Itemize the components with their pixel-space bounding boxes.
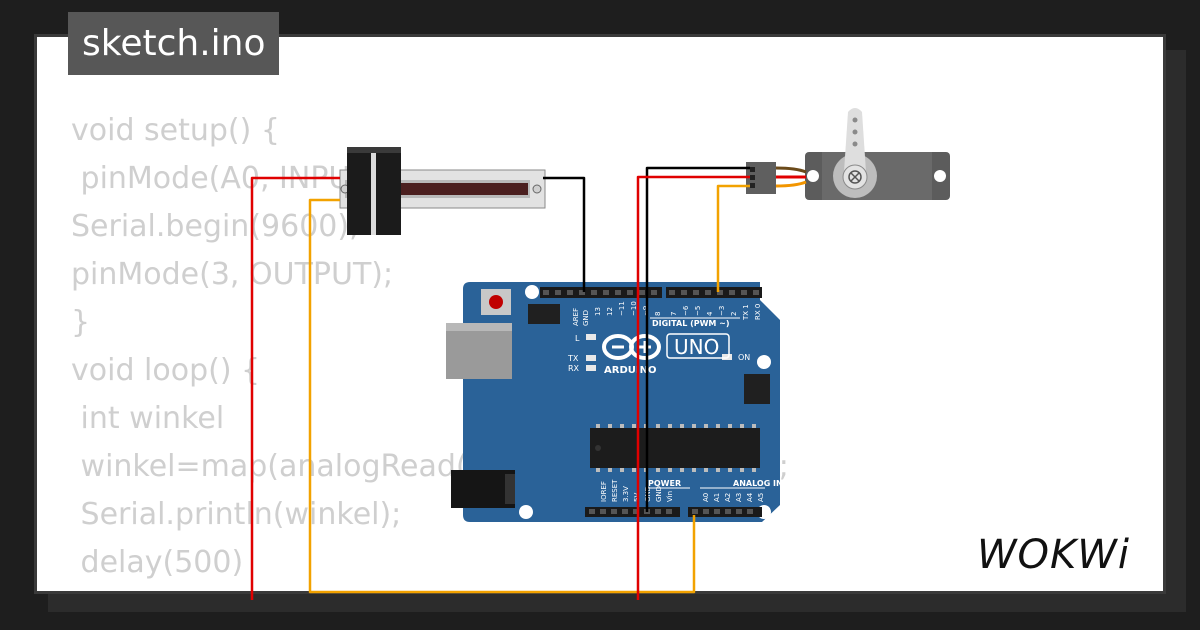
pin-label: AREF — [572, 308, 580, 326]
led-rx — [586, 365, 596, 371]
code-line: pinMode(3, OUTPUT); — [71, 257, 394, 292]
mount-hole — [757, 355, 771, 369]
wokwi-logo: WOKWi — [977, 532, 1130, 578]
pin-label: GND — [655, 486, 663, 502]
analog-label: ANALOG IN — [733, 479, 783, 488]
pin-label: GND — [582, 310, 590, 326]
digital-header-right — [666, 287, 762, 298]
pin-label: Vin — [666, 491, 674, 502]
code-line: void loop() { — [71, 353, 261, 388]
pin-label: A1 — [713, 493, 721, 502]
arduino-uno-board[interactable]: AREF GND 13 12 ~11 ~10 ~9 8 7 ~6 ~5 4 ~3… — [446, 282, 783, 522]
pin-label: 12 — [606, 307, 614, 316]
board-model: UNO — [674, 335, 719, 359]
led-rx-label: RX — [568, 364, 580, 373]
led-l-label: L — [575, 334, 580, 343]
led-tx — [586, 355, 596, 361]
pin-label: ~3 — [718, 306, 726, 316]
power-header — [585, 507, 680, 517]
wire-orange[interactable] — [308, 198, 696, 594]
code-line: void setup() { — [71, 113, 280, 148]
code-line: } — [71, 305, 91, 340]
led-on-label: ON — [738, 353, 750, 362]
wire-black[interactable] — [645, 166, 750, 512]
pin-label: IOREF — [600, 481, 608, 502]
led-on — [722, 354, 732, 360]
board-brand: ARDUINO — [604, 365, 656, 376]
pin-label: A3 — [735, 493, 743, 502]
mount-hole — [519, 505, 533, 519]
wire-black[interactable] — [543, 176, 586, 292]
usb-port — [446, 323, 512, 379]
digital-header-left — [540, 287, 662, 298]
pin-label: A5 — [757, 493, 765, 502]
wire-orange[interactable] — [716, 184, 750, 292]
pin-label: 2 — [730, 312, 738, 316]
servo-horn[interactable] — [844, 108, 866, 172]
pin-label: ~5 — [694, 306, 702, 316]
led-l — [586, 334, 596, 340]
digital-label: DIGITAL (PWM ~) — [652, 319, 730, 328]
wires — [250, 166, 750, 600]
icsp-header — [744, 374, 770, 404]
pin-label: 4 — [706, 311, 714, 316]
microcontroller-chip — [590, 428, 760, 468]
power-label: POWER — [648, 479, 681, 488]
wokwi-logo-text: WOKWi — [977, 532, 1130, 578]
code-line: Serial.println(winkel); — [71, 497, 402, 532]
pin-label: 13 — [594, 307, 602, 316]
mount-hole — [525, 285, 539, 299]
pin-label: 8 — [654, 312, 662, 316]
pin-label: ~10 — [630, 301, 638, 316]
arduino-logo-icon — [602, 334, 661, 360]
wire-red[interactable] — [250, 176, 340, 600]
pin-label: 7 — [670, 312, 678, 316]
wire-red[interactable] — [636, 175, 750, 600]
pin-label: 3.3V — [622, 486, 630, 502]
power-jack — [451, 470, 515, 508]
pin-label: TX 1 — [742, 304, 750, 321]
servo-motor[interactable] — [746, 108, 950, 200]
code-line: int winkel — [71, 401, 225, 436]
pin-label: RX 0 — [754, 304, 762, 320]
slide-potentiometer[interactable] — [339, 147, 546, 235]
led-tx-label: TX — [567, 354, 579, 363]
pin-label: A4 — [746, 492, 754, 502]
pin-label: A2 — [724, 493, 732, 502]
pin-label: ~11 — [618, 301, 626, 316]
pin-label: RESET — [611, 479, 619, 502]
sketch-filename-tab[interactable]: sketch.ino — [68, 12, 280, 75]
pin-label: A0 — [702, 493, 710, 502]
code-line: delay(500) — [71, 545, 244, 580]
pin-label: ~6 — [682, 305, 690, 316]
